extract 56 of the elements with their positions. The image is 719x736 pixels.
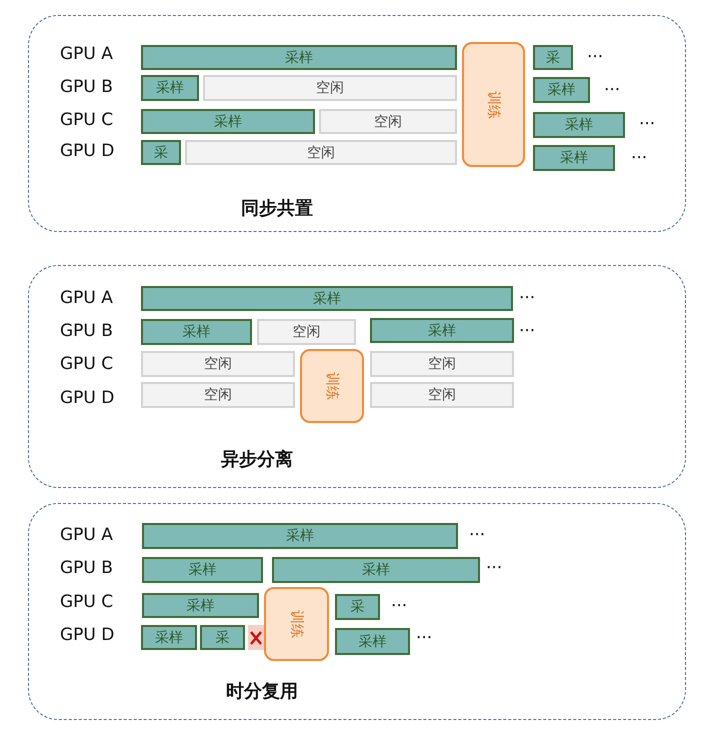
continuation-dots: ··· — [639, 114, 656, 134]
panel-title: 同步共置 — [241, 197, 313, 220]
row-label: GPU C — [60, 592, 114, 612]
idle-bar: 空闲 — [370, 382, 514, 408]
training-block: 训练 — [300, 349, 364, 423]
sampling-bar: 采样 — [141, 319, 252, 345]
sampling-bar: 采样 — [142, 523, 458, 549]
row-label: GPU B — [60, 558, 113, 578]
sampling-bar: 采样 — [141, 109, 315, 134]
continuation-dots: ··· — [519, 288, 536, 308]
training-block: 训练 — [264, 587, 329, 661]
sampling-bar: 采样 — [370, 318, 514, 343]
continuation-dots: ··· — [519, 321, 536, 341]
sampling-bar: 采样 — [141, 286, 513, 311]
row-label: GPU B — [60, 77, 113, 97]
sampling-bar: 采样 — [141, 625, 197, 650]
training-block: 训练 — [462, 42, 525, 167]
continuation-dots: ··· — [469, 525, 486, 545]
cancel-mark — [248, 625, 264, 650]
idle-bar: 空闲 — [141, 382, 295, 408]
idle-bar: 空闲 — [319, 109, 457, 134]
row-label: GPU C — [60, 354, 114, 374]
continuation-dots: ··· — [587, 47, 604, 67]
continuation-dots: ··· — [391, 596, 408, 616]
sampling-bar: 采样 — [533, 112, 625, 138]
continuation-dots: ··· — [604, 80, 620, 100]
sampling-bar: 采样 — [533, 77, 590, 103]
continuation-dots: ··· — [416, 628, 432, 648]
row-label: GPU A — [60, 44, 113, 64]
sampling-bar: 采 — [533, 45, 573, 70]
sampling-bar: 采样 — [533, 145, 615, 171]
row-label: GPU D — [60, 141, 114, 161]
panel-title: 时分复用 — [226, 680, 298, 703]
row-label: GPU C — [60, 110, 114, 130]
row-label: GPU B — [60, 321, 113, 341]
sampling-bar: 采样 — [141, 75, 199, 101]
sampling-bar: 采 — [335, 594, 380, 620]
continuation-dots: ··· — [631, 148, 648, 168]
sampling-bar: 采样 — [141, 45, 457, 70]
sampling-bar: 采 — [200, 625, 245, 650]
sampling-bar: 采 — [141, 140, 181, 165]
row-label: GPU A — [60, 525, 113, 545]
idle-bar: 空闲 — [185, 140, 457, 165]
sampling-bar: 采样 — [272, 557, 480, 583]
sampling-bar: 采样 — [335, 628, 410, 655]
panel-title: 异步分离 — [221, 448, 293, 471]
idle-bar: 空闲 — [370, 351, 514, 377]
idle-bar: 空闲 — [141, 351, 295, 377]
idle-bar: 空闲 — [203, 75, 457, 101]
sampling-bar: 采样 — [142, 593, 259, 618]
row-label: GPU D — [60, 625, 114, 645]
row-label: GPU D — [60, 388, 114, 408]
idle-bar: 空闲 — [257, 319, 356, 345]
continuation-dots: ··· — [486, 558, 502, 578]
sampling-bar: 采样 — [142, 557, 263, 583]
row-label: GPU A — [60, 288, 113, 308]
